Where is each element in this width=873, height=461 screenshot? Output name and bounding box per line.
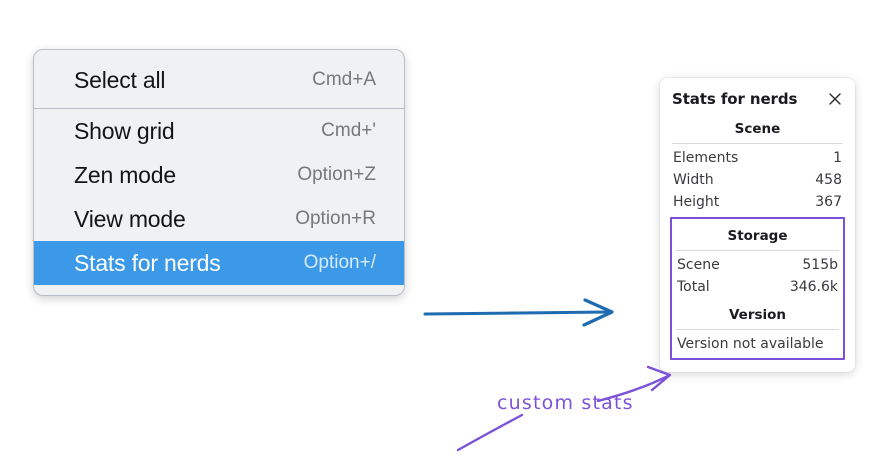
stat-key: Total: [677, 279, 710, 295]
menu-item-shortcut: Option+R: [295, 208, 376, 229]
stat-key: Width: [673, 172, 714, 188]
version-status-text: Version not available: [677, 336, 824, 352]
stat-row-scene: Scene 515b: [675, 254, 840, 276]
menu-item-select-all[interactable]: Select all Cmd+A: [34, 58, 404, 102]
purple-annotation-arrow-lower: [456, 413, 524, 452]
menu-item-label: Select all: [74, 66, 166, 93]
section-rule: [672, 143, 843, 144]
menu-group-selection: Select all Cmd+A: [34, 50, 404, 108]
stat-key: Elements: [673, 150, 739, 166]
stats-section-scene: Scene Elements 1 Width 458 Height 367: [671, 112, 844, 213]
menu-item-label: Stats for nerds: [74, 249, 221, 276]
section-heading-scene: Scene: [734, 121, 781, 137]
menu-item-view-mode[interactable]: View mode Option+R: [34, 197, 404, 241]
section-rule: [676, 329, 839, 330]
canvas-context-menu[interactable]: Select all Cmd+A Show grid Cmd+' Zen mod…: [33, 49, 405, 296]
menu-divider: [34, 108, 404, 109]
stat-value: 1: [833, 150, 842, 166]
stat-row-width: Width 458: [671, 169, 844, 191]
stat-key: Height: [673, 194, 720, 210]
stat-value: 458: [815, 172, 842, 188]
stats-for-nerds-panel: Stats for nerds Scene Elements 1 Width 4…: [660, 78, 855, 372]
menu-item-show-grid[interactable]: Show grid Cmd+': [34, 109, 404, 153]
custom-stats-highlight-box: Storage Scene 515b Total 346.6k Version …: [670, 217, 845, 360]
menu-item-label: Show grid: [74, 117, 175, 144]
menu-item-label: Zen mode: [74, 161, 176, 188]
menu-item-zen-mode[interactable]: Zen mode Option+Z: [34, 153, 404, 197]
close-icon[interactable]: [827, 91, 843, 107]
custom-stats-annotation-label: custom stats: [497, 392, 634, 414]
stat-value: 346.6k: [789, 279, 838, 295]
stat-key: Scene: [677, 257, 720, 273]
menu-item-stats-for-nerds[interactable]: Stats for nerds Option+/: [34, 241, 404, 285]
section-heading-storage: Storage: [727, 228, 788, 244]
menu-item-shortcut: Option+Z: [297, 164, 376, 185]
stat-row-height: Height 367: [671, 191, 844, 213]
page-title: Stats for nerds: [672, 90, 798, 108]
stat-value: 367: [815, 194, 842, 210]
stat-row-elements: Elements 1: [671, 147, 844, 169]
section-rule: [676, 250, 839, 251]
section-heading-version: Version: [728, 307, 787, 323]
stats-section-storage: Storage Scene 515b Total 346.6k: [675, 219, 840, 298]
blue-connector-arrow: [423, 298, 614, 327]
stat-value: 515b: [802, 257, 838, 273]
menu-item-shortcut: Cmd+': [321, 120, 376, 141]
panel-header: Stats for nerds: [671, 88, 844, 112]
menu-item-shortcut: Option+/: [303, 252, 376, 273]
menu-group-view: Show grid Cmd+' Zen mode Option+Z View m…: [34, 109, 404, 295]
menu-item-shortcut: Cmd+A: [312, 69, 376, 90]
stats-section-version: Version Version not available: [675, 298, 840, 355]
menu-item-label: View mode: [74, 205, 186, 232]
stat-row-total: Total 346.6k: [675, 276, 840, 298]
